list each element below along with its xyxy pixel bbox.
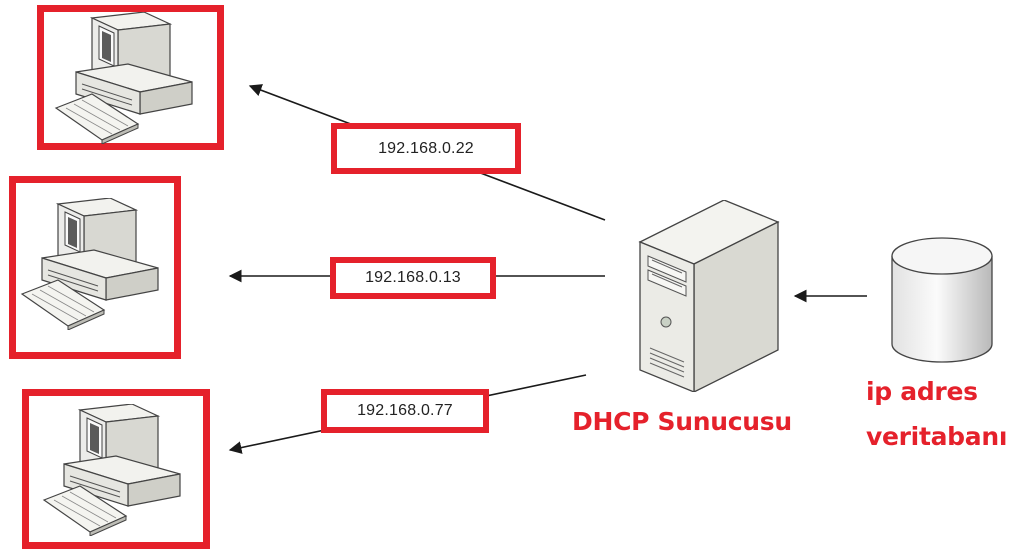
ip-address-text: 192.168.0.77 <box>356 402 454 420</box>
client-1-frame <box>37 5 224 150</box>
client-1-ip-label: 192.168.0.22 <box>331 123 521 174</box>
database-cylinder-icon <box>891 237 993 363</box>
desktop-computer-icon <box>20 198 159 330</box>
database-label-line-1: ip adres <box>866 377 978 406</box>
client-3-frame <box>22 389 210 549</box>
server-tower-icon <box>638 200 780 392</box>
client-3-ip-label: 192.168.0.77 <box>321 389 489 433</box>
ip-address-text: 192.168.0.13 <box>364 269 462 287</box>
client-2-frame <box>9 176 181 359</box>
client-2-ip-label: 192.168.0.13 <box>330 257 496 299</box>
server-label: DHCP Sunucusu <box>572 407 792 436</box>
desktop-computer-icon <box>42 404 181 536</box>
ip-address-text: 192.168.0.22 <box>377 139 475 158</box>
desktop-computer-icon <box>54 12 193 144</box>
database-label-line-2: veritabanı <box>866 422 1008 451</box>
